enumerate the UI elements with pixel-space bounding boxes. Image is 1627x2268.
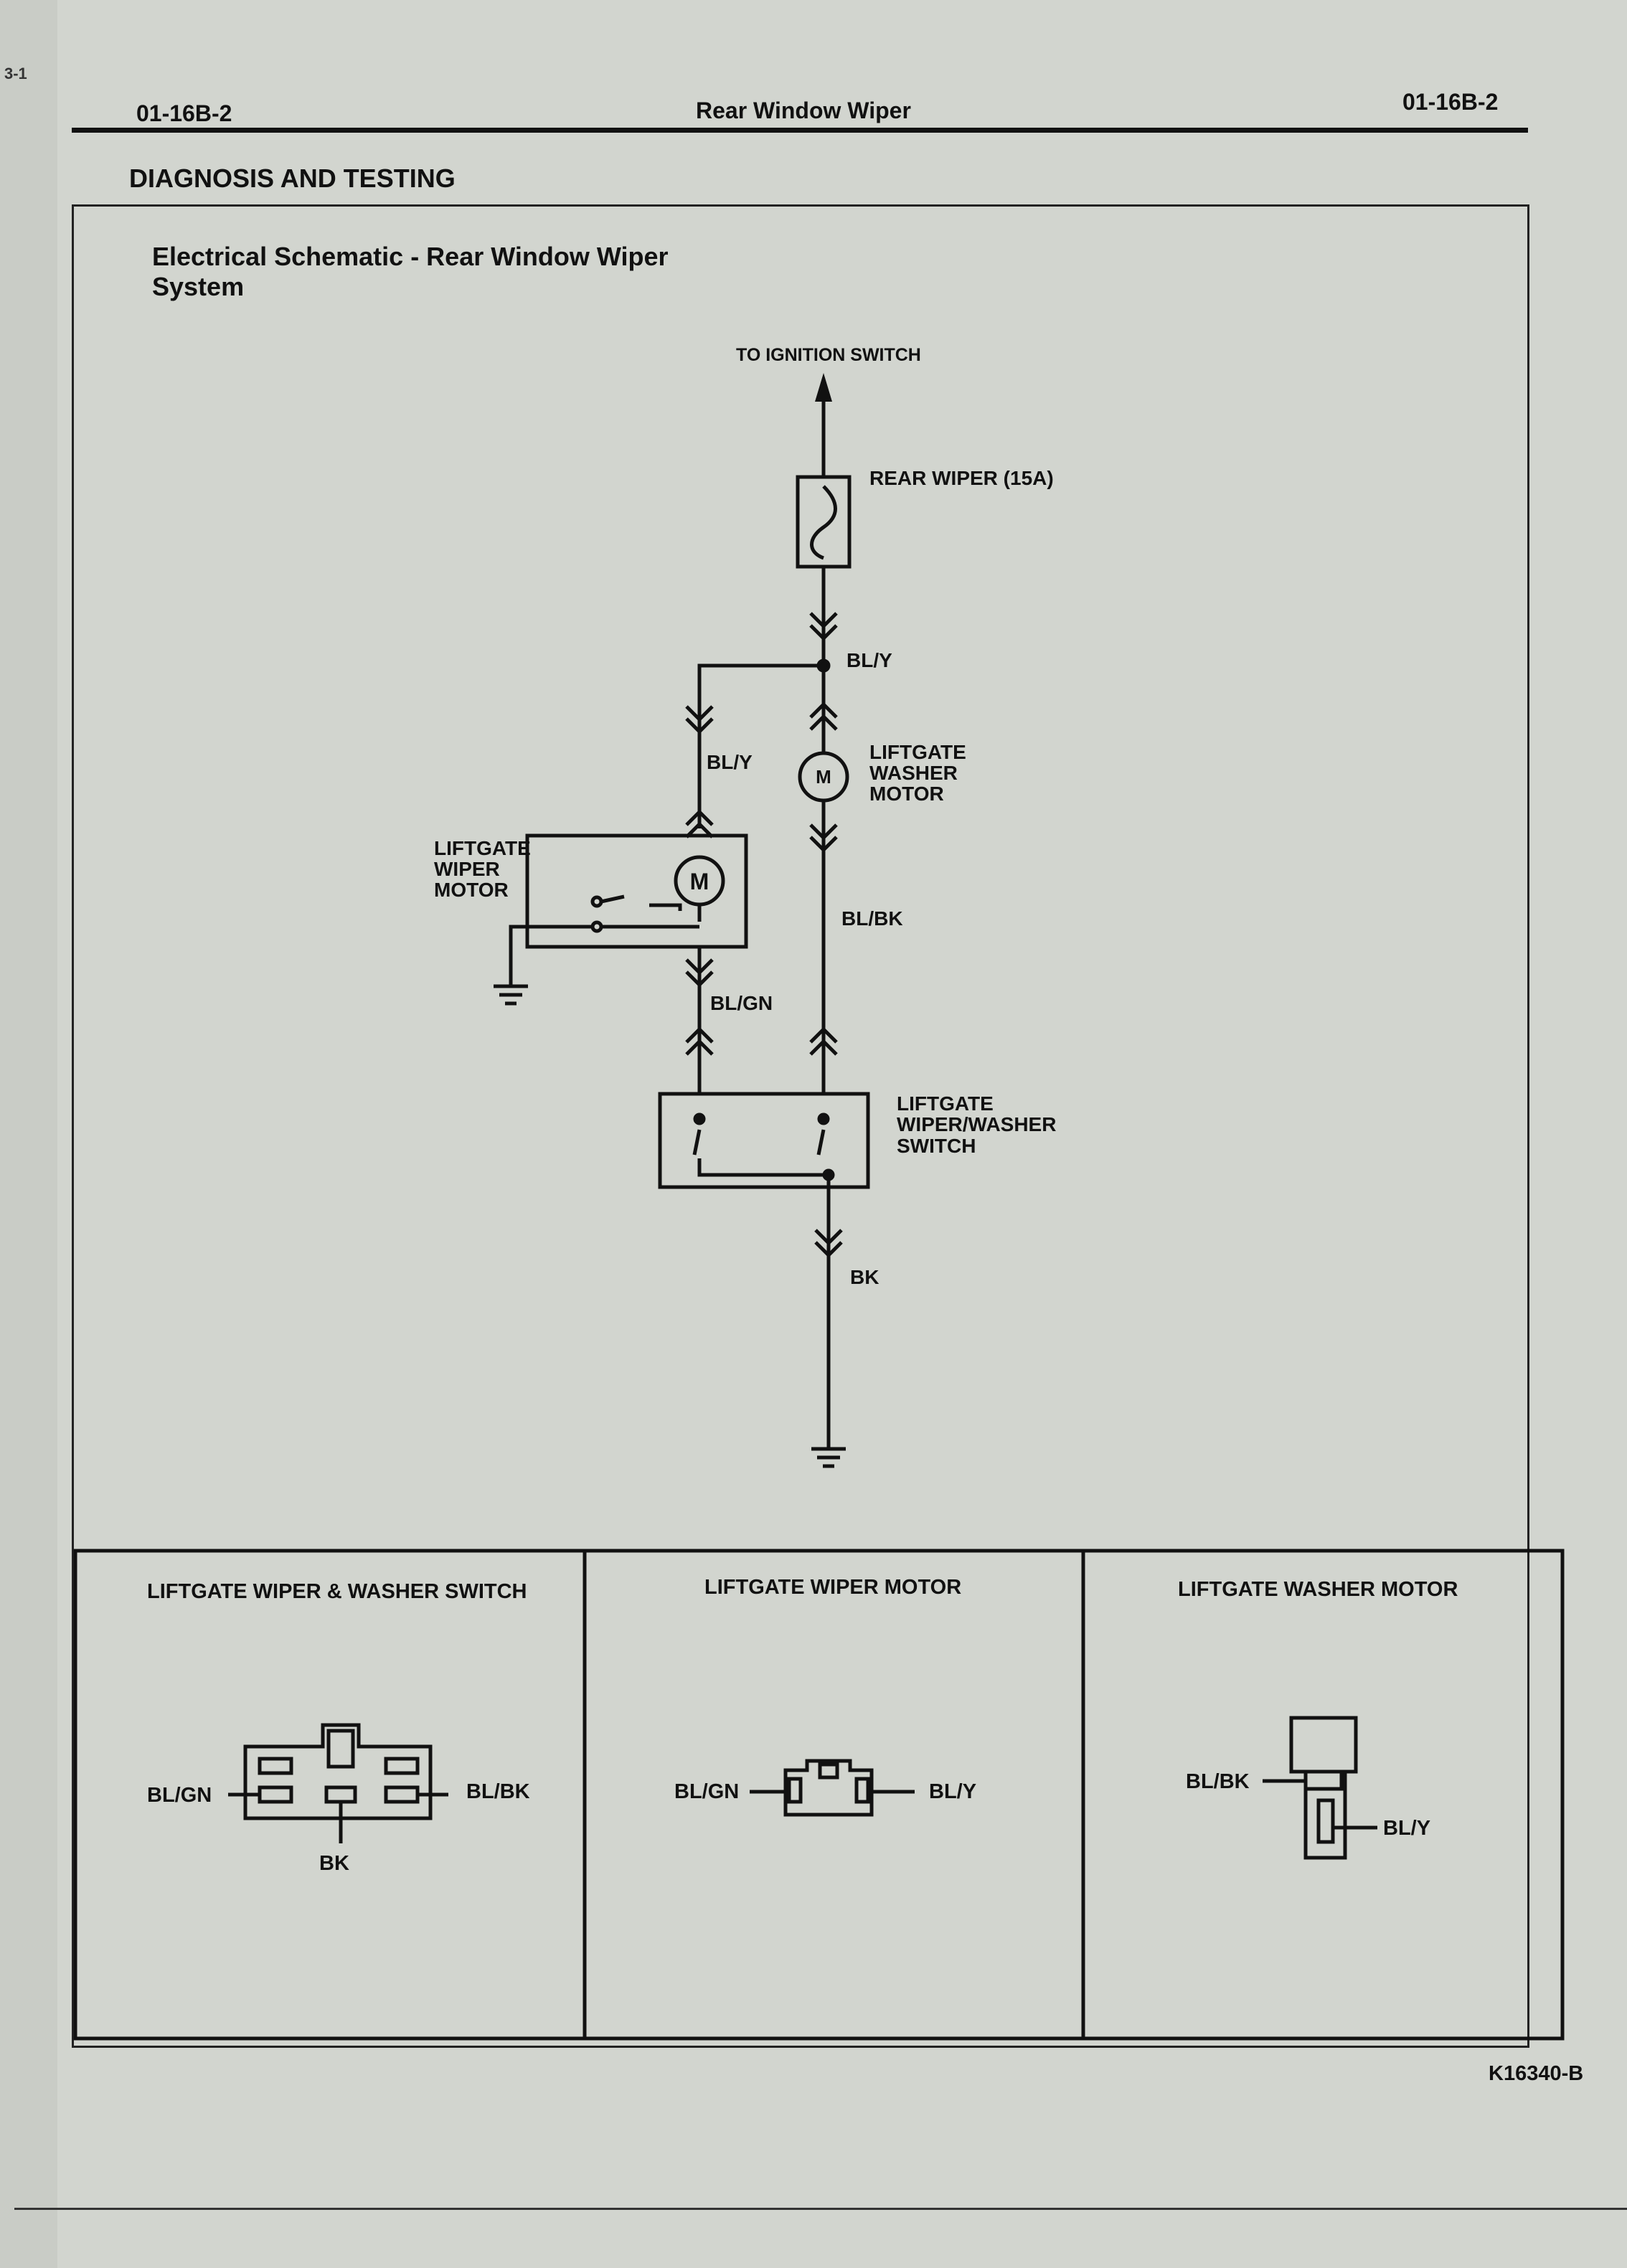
connector-chevron bbox=[809, 612, 838, 629]
header-title: Rear Window Wiper bbox=[696, 98, 911, 123]
fuse-box bbox=[796, 475, 852, 569]
switch-connector-shape bbox=[243, 1723, 433, 1820]
switch-label-2: WIPER/WASHER bbox=[897, 1113, 1056, 1135]
washer-motor-label-3: MOTOR bbox=[869, 783, 944, 805]
switch-connector-right: BL/BK bbox=[466, 1780, 530, 1803]
wiper-motor-connector-title: LIFTGATE WIPER MOTOR bbox=[704, 1576, 961, 1599]
to-ignition-arrow bbox=[815, 373, 832, 402]
fuse-element bbox=[810, 485, 837, 560]
page-bottom-rule bbox=[14, 2208, 1627, 2210]
wiper-motor-connector-right: BL/Y bbox=[929, 1780, 976, 1803]
ground-wire bbox=[509, 925, 593, 986]
bly-label-top: BL/Y bbox=[846, 649, 892, 671]
washer-motor-connector-left: BL/BK bbox=[1186, 1770, 1250, 1793]
wiper-motor-connector-shape bbox=[783, 1759, 874, 1817]
adjacent-page-edge: 3-1 bbox=[0, 0, 65, 2268]
header-left-code: 01-16B-2 bbox=[136, 100, 232, 126]
connector-views-frame bbox=[73, 1549, 1565, 2041]
wiper-motor-label-3: MOTOR bbox=[434, 879, 509, 901]
bk-wire-label: BK bbox=[850, 1266, 879, 1288]
wiper-motor-label-2: WIPER bbox=[434, 858, 500, 880]
wiper-motor-label-1: LIFTGATE bbox=[434, 837, 531, 859]
washer-motor-connector-title: LIFTGATE WASHER MOTOR bbox=[1178, 1578, 1458, 1601]
switch-connector-left: BL/GN bbox=[147, 1784, 212, 1807]
adjacent-page-mark: 3-1 bbox=[4, 65, 27, 82]
washer-motor-label-2: WASHER bbox=[869, 762, 958, 784]
wiper-motor-m: M bbox=[690, 869, 709, 894]
to-ignition-label: TO IGNITION SWITCH bbox=[736, 345, 921, 365]
switch-label-3: SWITCH bbox=[897, 1135, 976, 1157]
washer-motor-label-1: LIFTGATE bbox=[869, 741, 966, 763]
figure-frame bbox=[72, 204, 1529, 2048]
schematic-title-line2: System bbox=[152, 272, 244, 301]
bly-branch-wire bbox=[697, 663, 824, 828]
wiper-washer-switch-box bbox=[658, 1092, 870, 1189]
header-rule bbox=[72, 128, 1528, 133]
switch-connector-title: LIFTGATE WIPER & WASHER SWITCH bbox=[147, 1580, 527, 1603]
blbk-wire-label: BL/BK bbox=[841, 907, 903, 930]
park-contact bbox=[590, 895, 603, 908]
switch-label-1: LIFTGATE bbox=[897, 1092, 994, 1115]
section-title: DIAGNOSIS AND TESTING bbox=[129, 164, 456, 193]
fuse-label: REAR WIPER (15A) bbox=[869, 467, 1054, 489]
wiper-motor-connector-left: BL/GN bbox=[674, 1780, 739, 1803]
bly-label-left: BL/Y bbox=[707, 751, 753, 773]
washer-motor-connector-right: BL/Y bbox=[1383, 1817, 1430, 1840]
figure-id: K16340-B bbox=[1489, 2062, 1583, 2085]
wiper-motor-box bbox=[525, 833, 748, 949]
blgn-wire-label: BL/GN bbox=[710, 992, 773, 1014]
schematic-title-line1: Electrical Schematic - Rear Window Wiper bbox=[152, 242, 669, 271]
washer-motor-connector-shape bbox=[1289, 1716, 1358, 1860]
switch-connector-bottom: BK bbox=[319, 1852, 349, 1875]
washer-motor-m: M bbox=[816, 766, 831, 788]
header-right-code: 01-16B-2 bbox=[1402, 89, 1499, 115]
manual-page bbox=[57, 0, 1627, 2268]
